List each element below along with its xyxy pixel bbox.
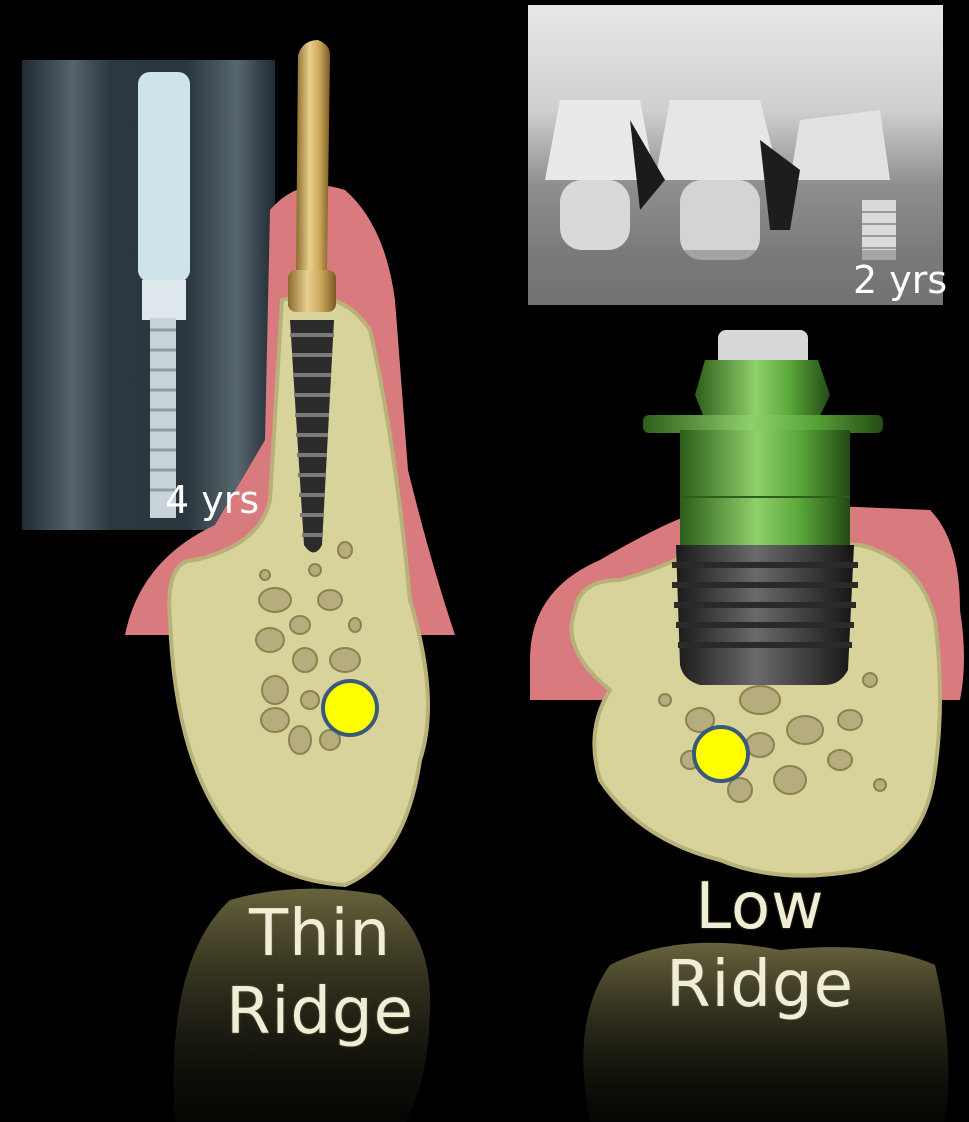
wide-implant bbox=[643, 330, 883, 685]
caption-thin-line2: Ridge bbox=[200, 973, 440, 1051]
caption-thin-line1: Thin bbox=[200, 895, 440, 973]
low-ridge-illustration bbox=[530, 330, 964, 876]
xray-thin-ridge bbox=[22, 60, 275, 530]
caption-low-ridge: Low Ridge bbox=[620, 868, 900, 1024]
caption-low-line2: Ridge bbox=[620, 946, 900, 1024]
caption-low-line1: Low bbox=[620, 868, 900, 946]
xray-thin-ridge-label: 4 yrs bbox=[165, 478, 259, 522]
xray-low-ridge-label: 2 yrs bbox=[853, 258, 947, 302]
nerve-marker-low bbox=[694, 727, 748, 781]
caption-thin-ridge: Thin Ridge bbox=[200, 895, 440, 1051]
nerve-marker-thin bbox=[323, 681, 377, 735]
